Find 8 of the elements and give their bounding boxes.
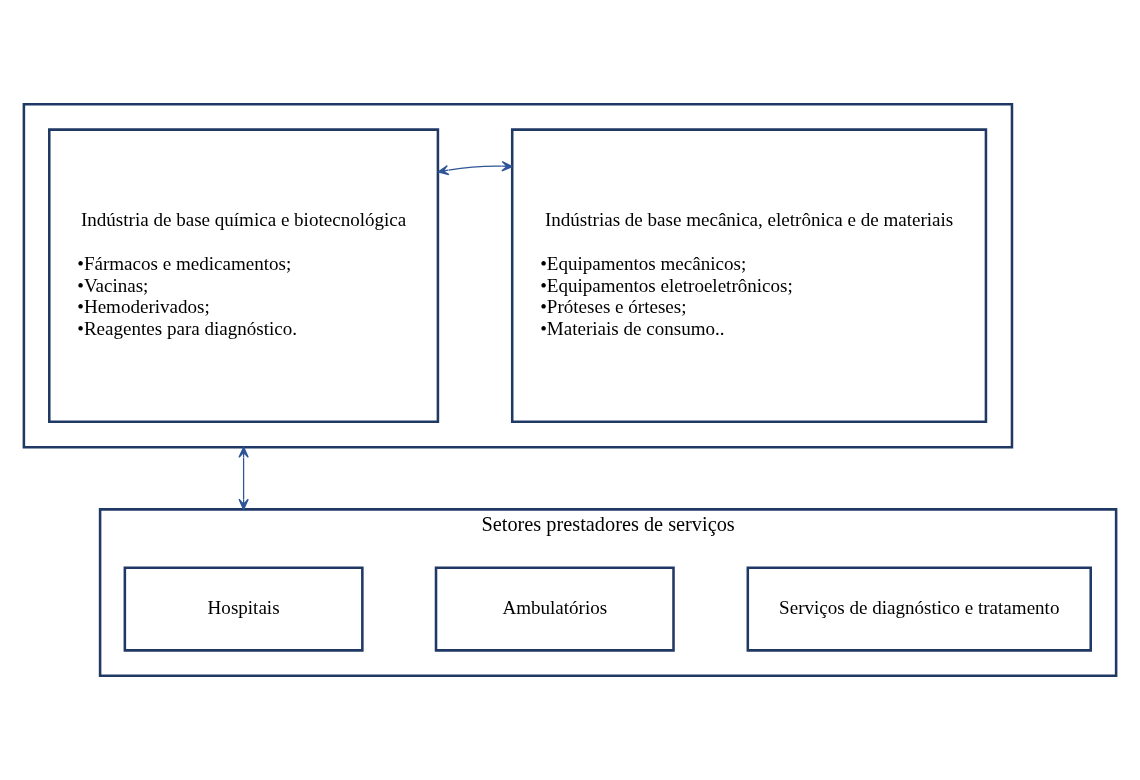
node-box: Ambulatórios bbox=[434, 566, 675, 652]
cluster bbox=[22, 102, 1014, 449]
arrow bbox=[238, 446, 249, 510]
node-box: Indústrias de base mecânica, eletrônica e de materiais •Equipamentos mecânicos; •Equipamentos eletroeletrônicos; •Próteses e órteses; •Materiais de consumo.. bbox=[510, 128, 988, 423]
node-box: Indústria de base química e biotecnológica •Fármacos e medicamentos; •Vacinas; •Hemoderivados; •Reagentes para diagnóstico. bbox=[48, 128, 440, 423]
node-box: Hospitais bbox=[123, 566, 364, 652]
node-box: Serviços de diagnóstico e tratamento bbox=[746, 566, 1092, 652]
arrow bbox=[437, 161, 513, 176]
